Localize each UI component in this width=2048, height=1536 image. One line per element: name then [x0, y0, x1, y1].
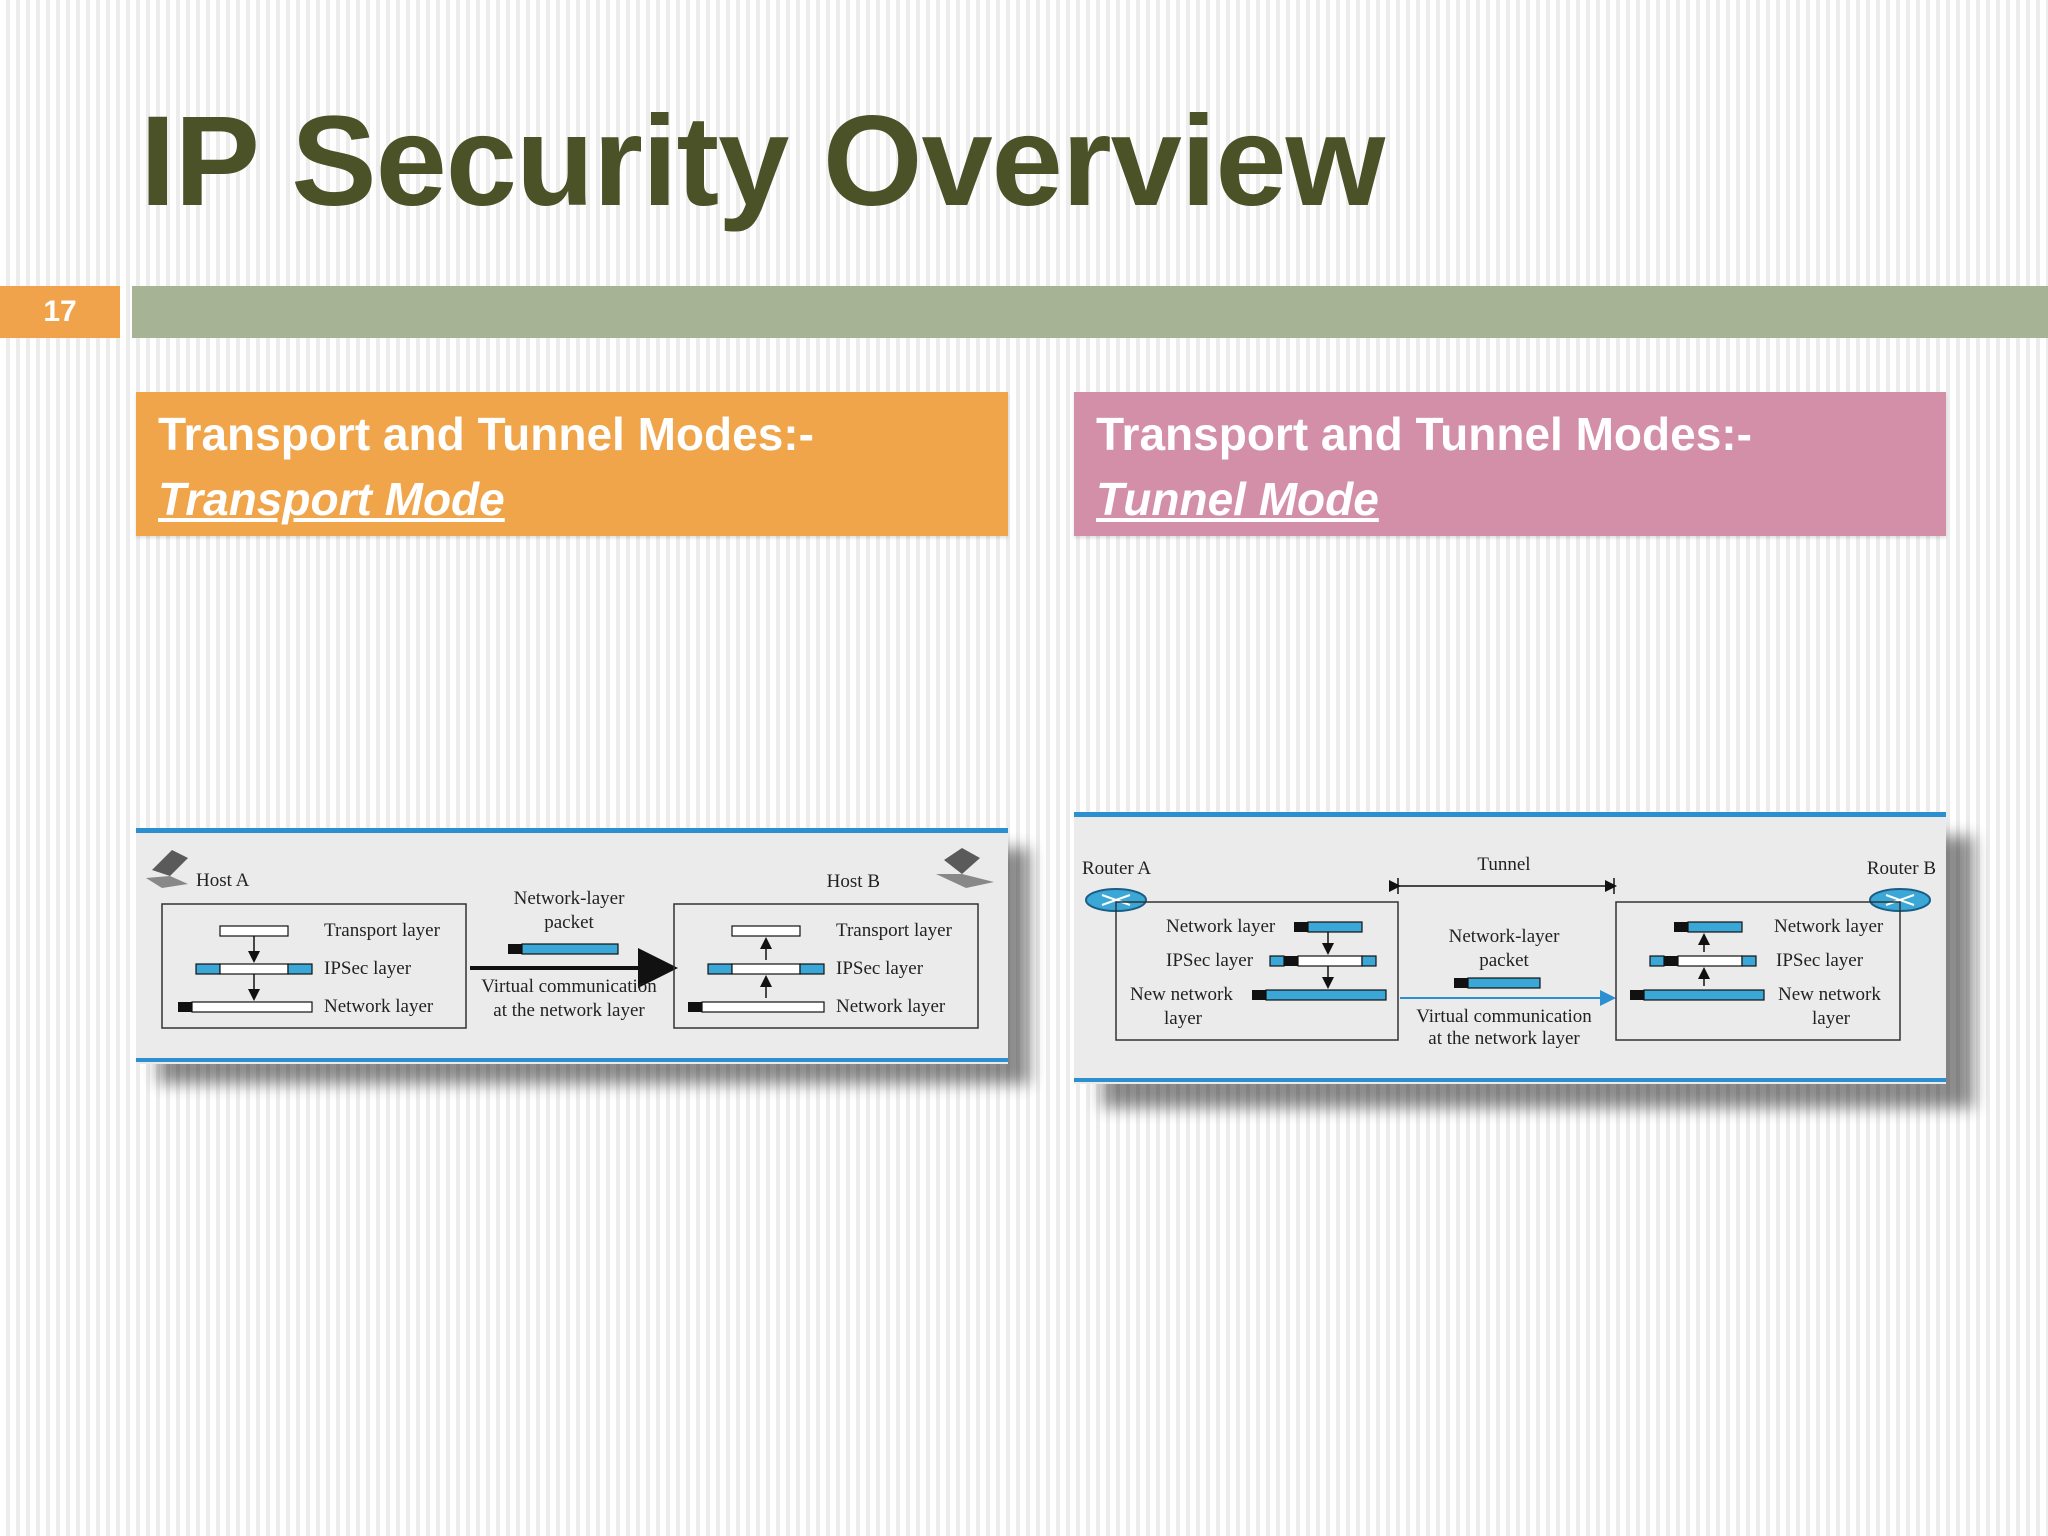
host-a-layer-1: Transport layer — [324, 920, 441, 941]
tunnel-heading: Transport and Tunnel Modes:- — [1096, 408, 1752, 460]
packet-label-1: Network-layer — [514, 888, 625, 909]
transport-heading: Transport and Tunnel Modes:- — [158, 408, 814, 460]
router-b-label: Router B — [1867, 858, 1936, 879]
host-b-laptop-icon — [936, 848, 994, 888]
host-b-layer-1: Transport layer — [836, 920, 953, 941]
packet-label-2: packet — [544, 912, 594, 933]
router-b-layer-2: IPSec layer — [1776, 950, 1864, 971]
host-a-layer-2: IPSec layer — [324, 958, 412, 979]
virtual-label-1: Virtual communication — [481, 976, 657, 997]
tunnel-virtual-label-1: Virtual communication — [1416, 1006, 1592, 1027]
tunnel-subheading: Tunnel Mode — [1096, 473, 1379, 525]
host-a-layer-3: Network layer — [324, 996, 434, 1017]
slide-title: IP Security Overview — [140, 90, 1385, 233]
transport-subheading: Transport Mode — [158, 473, 505, 525]
tunnel-virtual-label-2: at the network layer — [1428, 1028, 1580, 1049]
router-a-layer-2: IPSec layer — [1166, 950, 1254, 971]
host-b-label: Host B — [827, 871, 880, 892]
host-a-label: Host A — [196, 870, 250, 891]
host-a-laptop-icon — [146, 850, 188, 888]
slide-number: 17 — [0, 286, 120, 338]
router-b-layer-4: layer — [1812, 1008, 1851, 1029]
tunnel-packet-label-2: packet — [1479, 950, 1529, 971]
transport-mode-diagram: Host A Transport layer IPSec layer Netwo… — [136, 828, 1008, 1064]
host-b-layer-3: Network layer — [836, 996, 946, 1017]
router-a-layer-4: layer — [1164, 1008, 1203, 1029]
transport-mode-header: Transport and Tunnel Modes:- Transport M… — [136, 392, 1008, 536]
router-b-icon — [1869, 888, 1931, 912]
host-a-stack — [161, 903, 467, 1029]
virtual-label-2: at the network layer — [493, 1000, 645, 1021]
router-b-layer-1: Network layer — [1774, 916, 1884, 937]
title-rule — [132, 286, 2048, 338]
host-b-layer-2: IPSec layer — [836, 958, 924, 979]
router-a-icon — [1085, 888, 1147, 912]
router-a-layer-1: Network layer — [1166, 916, 1276, 937]
tunnel-mode-header: Transport and Tunnel Modes:- Tunnel Mode — [1074, 392, 1946, 536]
router-a-stack — [1115, 901, 1399, 1041]
tunnel-label: Tunnel — [1477, 854, 1530, 875]
tunnel-mode-diagram: Router A Network layer IPSec layer New n… — [1074, 812, 1946, 1084]
router-a-layer-3: New network — [1130, 984, 1233, 1005]
router-a-label: Router A — [1082, 858, 1151, 879]
tunnel-packet-label-1: Network-layer — [1449, 926, 1560, 947]
router-b-layer-3: New network — [1778, 984, 1881, 1005]
host-b-stack — [673, 903, 979, 1029]
router-b-stack — [1615, 901, 1901, 1041]
